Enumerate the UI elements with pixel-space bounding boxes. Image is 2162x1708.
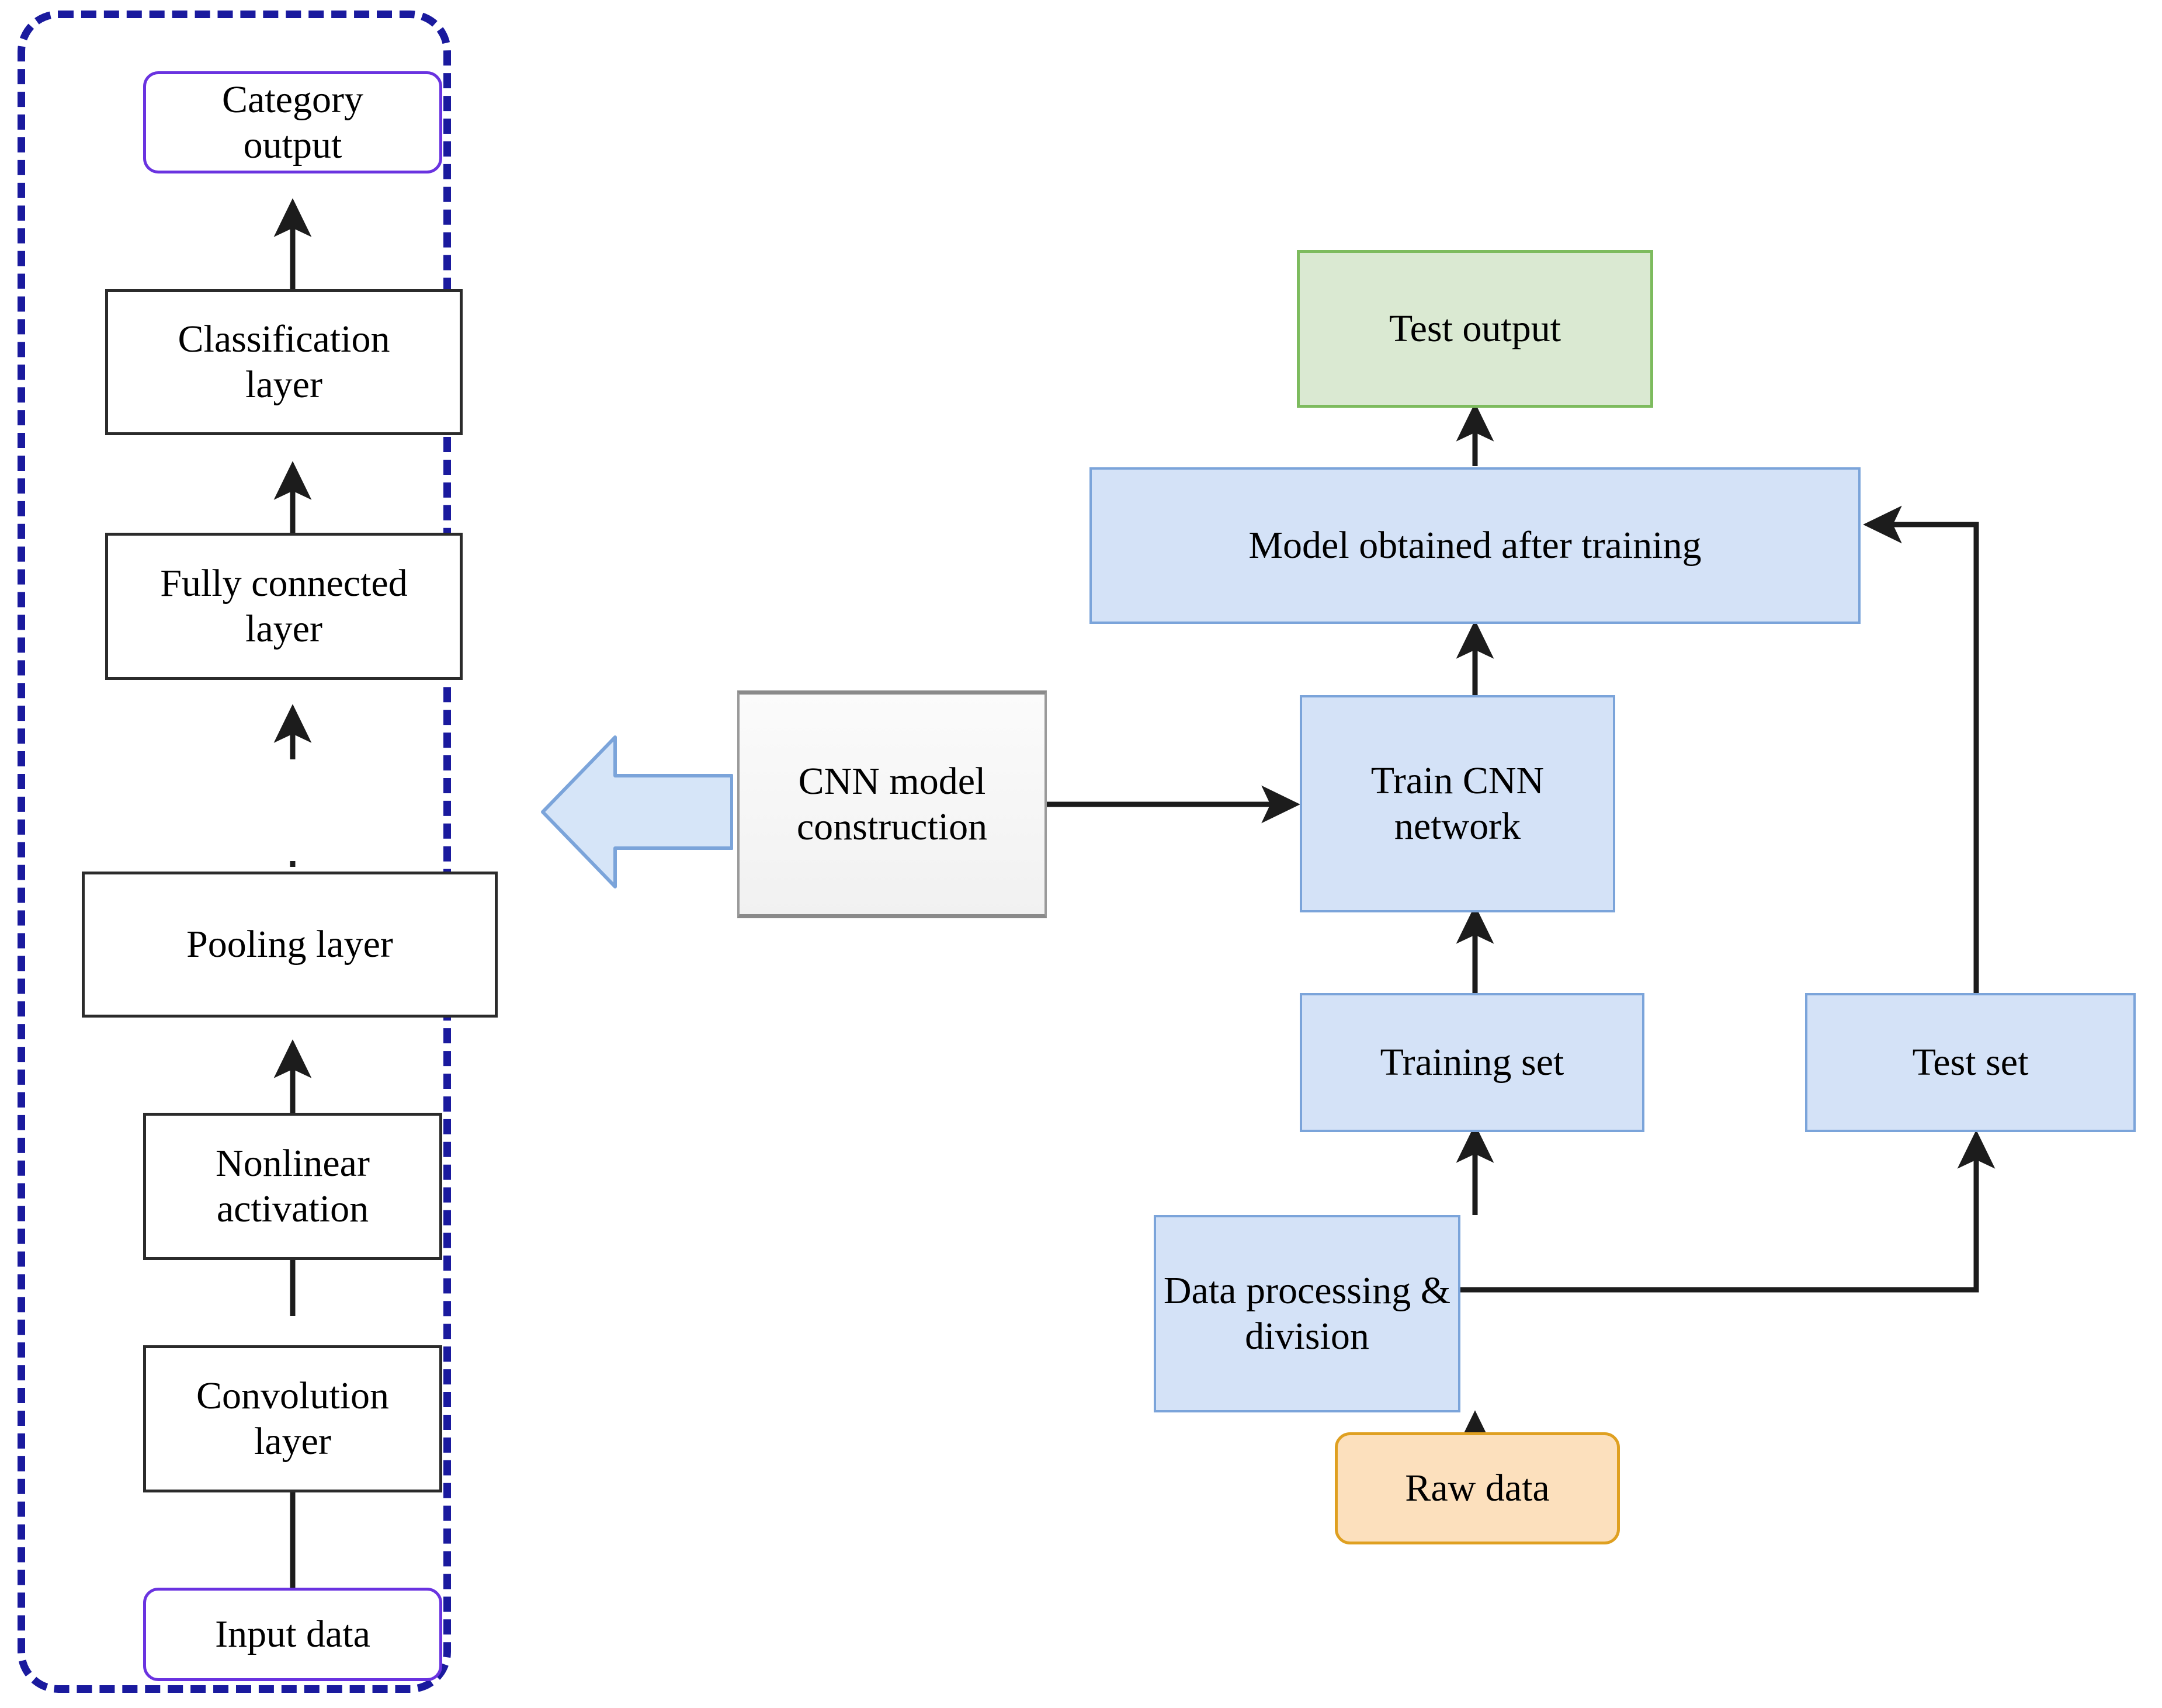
node-classification-layer[interactable]: Classification layer — [105, 289, 463, 435]
node-test-set[interactable]: Test set — [1805, 993, 2136, 1132]
node-input-data[interactable]: Input data — [143, 1588, 442, 1681]
node-label: Input data — [215, 1613, 370, 1656]
node-data-processing-division[interactable]: Data processing & division — [1154, 1215, 1460, 1412]
node-pooling-layer[interactable]: Pooling layer — [82, 872, 498, 1018]
node-label: Pooling layer — [186, 923, 393, 966]
node-model-obtained-after-training[interactable]: Model obtained after training — [1089, 467, 1861, 624]
node-test-output[interactable]: Test output — [1297, 250, 1653, 408]
node-label: Fully connected layer — [160, 562, 408, 650]
node-label: Test output — [1389, 307, 1561, 350]
node-label: Train CNN network — [1370, 759, 1545, 848]
node-category-output[interactable]: Category output — [143, 71, 442, 173]
node-label: Raw data — [1405, 1467, 1550, 1510]
block-arrow-left-icon — [540, 724, 734, 900]
node-raw-data[interactable]: Raw data — [1335, 1432, 1620, 1544]
node-convolution-layer[interactable]: Convolution layer — [143, 1345, 442, 1492]
node-label: Data processing & division — [1163, 1269, 1451, 1358]
node-train-cnn-network[interactable]: Train CNN network — [1300, 695, 1615, 912]
node-cnn-model-construction[interactable]: CNN model construction — [737, 690, 1047, 918]
node-label: Category output — [222, 78, 363, 166]
node-nonlinear-activation[interactable]: Nonlinear activation — [143, 1113, 442, 1260]
node-label: Training set — [1380, 1041, 1564, 1084]
node-label: Classification layer — [178, 318, 390, 406]
node-label: CNN model construction — [796, 760, 988, 848]
node-label: Model obtained after training — [1248, 524, 1702, 567]
node-training-set[interactable]: Training set — [1300, 993, 1644, 1132]
node-fully-connected-layer[interactable]: Fully connected layer — [105, 533, 463, 680]
node-label: Convolution layer — [196, 1374, 390, 1463]
node-label: Nonlinear activation — [216, 1142, 370, 1230]
node-label: Test set — [1912, 1041, 2029, 1084]
